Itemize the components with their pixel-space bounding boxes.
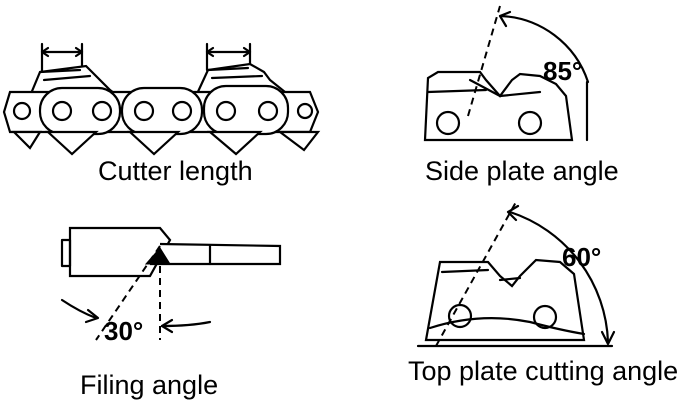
filing-angle-label: 30° <box>104 316 143 346</box>
side-plate-illustration <box>423 5 590 142</box>
top-plate-illustration <box>416 201 616 348</box>
filing-illustration <box>60 226 282 341</box>
side-plate-angle-label: 85° <box>543 56 582 86</box>
saw-chain-illustration <box>2 42 321 156</box>
side-plate-angle-caption: Side plate angle <box>425 156 619 186</box>
cutter-length-caption: Cutter length <box>98 156 253 186</box>
top-plate-cutting-angle-caption: Top plate cutting angle <box>408 356 679 386</box>
top-plate-angle-label: 60° <box>562 242 601 272</box>
filing-angle-caption: Filing angle <box>80 370 219 400</box>
